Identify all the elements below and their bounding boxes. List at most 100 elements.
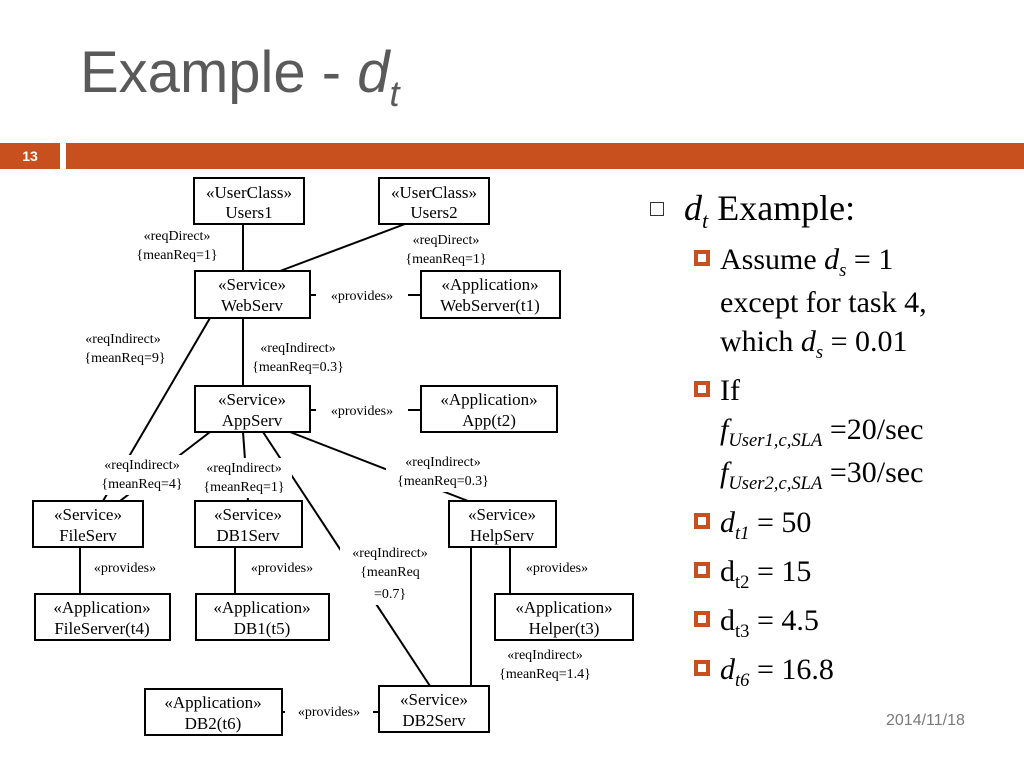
assume-line2: except for task 4, <box>720 286 927 320</box>
dt2-val: = 15 <box>749 554 812 588</box>
db1-name: DB1(t5) <box>234 619 291 638</box>
assume-line3-sub: s <box>815 342 824 364</box>
label-hs-db2-ind: «reqIndirect» <box>507 648 582 663</box>
node-webserver <box>420 270 561 319</box>
node-app <box>420 385 558 433</box>
node-db1 <box>195 593 330 641</box>
deployment-diagram: «UserClass» Users1 «UserClass» Users2 «S… <box>32 177 634 736</box>
assume-var: d <box>824 242 840 276</box>
title-text: Example - <box>80 40 358 105</box>
dt-var: d <box>684 188 702 228</box>
bullet-dt-example: dt Example: <box>650 188 1020 234</box>
square-bullet-icon <box>694 561 710 578</box>
label-hs-db2-mean: {meanReq=1.4} <box>499 667 591 682</box>
fileserv-stereo: «Service» <box>54 505 122 524</box>
assume-sub: s <box>839 259 847 281</box>
node-webserv <box>194 270 311 319</box>
square-bullet-icon <box>694 381 710 398</box>
label-as-db2-mean1: {meanReq <box>360 565 420 580</box>
label-as-db1-mean: {meanReq=1} <box>203 480 284 495</box>
dt6-var: d <box>720 653 735 687</box>
fileserver-name: FileServer(t4) <box>54 619 149 638</box>
dt6-sub: t6 <box>735 670 750 692</box>
node-users2 <box>378 177 490 225</box>
dt2-sub: t2 <box>735 571 750 593</box>
node-helper <box>494 593 634 641</box>
users1-stereo: «UserClass» <box>206 183 292 202</box>
webserv-stereo: «Service» <box>218 275 286 294</box>
users2-name: Users2 <box>410 203 457 222</box>
dt1-val: = 50 <box>749 505 812 539</box>
db2serv-name: DB2Serv <box>402 711 466 730</box>
label-db1-provides: «provides» <box>251 561 313 576</box>
assume-post: = 1 <box>846 242 894 276</box>
node-db2serv <box>378 685 490 733</box>
square-bullet-icon <box>694 249 710 266</box>
f1-var: f <box>720 413 729 447</box>
label-ws-app-mean: {meanReq=0.3} <box>252 360 344 375</box>
assume-pre: Assume <box>720 242 825 276</box>
db2serv-stereo: «Service» <box>400 690 468 709</box>
webserver-name: WebServer(t1) <box>440 296 540 315</box>
dt-sub: t <box>702 208 709 234</box>
label-ws-app-ind: «reqIndirect» <box>260 341 335 356</box>
assume-line3-pre: which <box>720 325 801 359</box>
node-fileserver <box>34 593 171 641</box>
square-bullet-icon <box>694 610 710 627</box>
label-hs-provides: «provides» <box>526 561 588 576</box>
app-name: App(t2) <box>462 411 516 430</box>
bullet-if: If fUser1,c,SLA =20/sec fUser2,c,SLA =30… <box>650 371 1020 496</box>
accent-band <box>66 143 1024 169</box>
db1serv-name: DB1Serv <box>216 526 280 545</box>
label-as-provides: «provides» <box>331 404 393 419</box>
dt1-var: d <box>720 505 735 539</box>
dt3-var: d <box>720 603 735 637</box>
title-var: d <box>357 40 390 105</box>
node-appserv <box>194 385 311 433</box>
f2-sub: User2,c,SLA <box>728 473 823 495</box>
square-bullet-icon <box>694 660 710 677</box>
edge-users2-webserv <box>279 223 406 272</box>
node-users1 <box>193 177 305 225</box>
label-as-help-ind: «reqIndirect» <box>405 455 480 470</box>
assume-line3-post: = 0.01 <box>823 325 908 359</box>
f1-sub: User1,c,SLA <box>728 430 823 452</box>
node-fileserv <box>32 500 144 548</box>
helper-stereo: «Application» <box>515 598 612 617</box>
title-sub: t <box>389 73 400 114</box>
db2-stereo: «Application» <box>164 693 261 712</box>
label-as-file-ind: «reqIndirect» <box>104 458 179 473</box>
f2-var: f <box>720 456 729 490</box>
fileserv-name: FileServ <box>59 526 117 545</box>
node-db1serv <box>194 500 303 548</box>
square-bullet-icon <box>694 512 710 529</box>
label-as-help-mean: {meanReq=0.3} <box>397 474 489 489</box>
fileserver-stereo: «Application» <box>53 598 150 617</box>
label-fs-provides: «provides» <box>94 561 156 576</box>
label-as-db1-ind: «reqIndirect» <box>206 461 281 476</box>
appserv-name: AppServ <box>222 411 283 430</box>
label-ws-provides: «provides» <box>331 289 393 304</box>
slide-title: Example - dt <box>80 44 399 112</box>
bullet-assume: Assume ds = 1 except for task 4, which d… <box>650 240 1020 365</box>
slide-number: 13 <box>0 143 60 169</box>
label-as-file-mean: {meanReq=4} <box>101 477 182 492</box>
label-ws-file-mean: {meanReq=9} <box>84 351 165 366</box>
webserv-name: WebServ <box>221 296 283 315</box>
content-list: dt Example: Assume ds = 1 except for tas… <box>650 188 1020 693</box>
users1-name: Users1 <box>225 203 272 222</box>
bullet-dt2: dt2 = 15 <box>650 552 1020 595</box>
bullet-dt6: dt6 = 16.8 <box>650 650 1020 693</box>
bullet-dt1: dt1 = 50 <box>650 503 1020 546</box>
db1-stereo: «Application» <box>213 598 310 617</box>
app-stereo: «Application» <box>440 390 537 409</box>
f1-val: =20/sec <box>822 413 924 447</box>
label-u1-direct: «reqDirect» <box>144 229 211 244</box>
webserver-stereo: «Application» <box>441 275 538 294</box>
label-ws-file-ind: «reqIndirect» <box>85 332 160 347</box>
f2-val: =30/sec <box>822 456 924 490</box>
hollow-square-bullet-icon <box>650 202 664 216</box>
helpserv-name: HelpServ <box>470 526 535 545</box>
label-as-db2-mean2: =0.7} <box>374 587 406 602</box>
db2-name: DB2(t6) <box>185 714 242 733</box>
